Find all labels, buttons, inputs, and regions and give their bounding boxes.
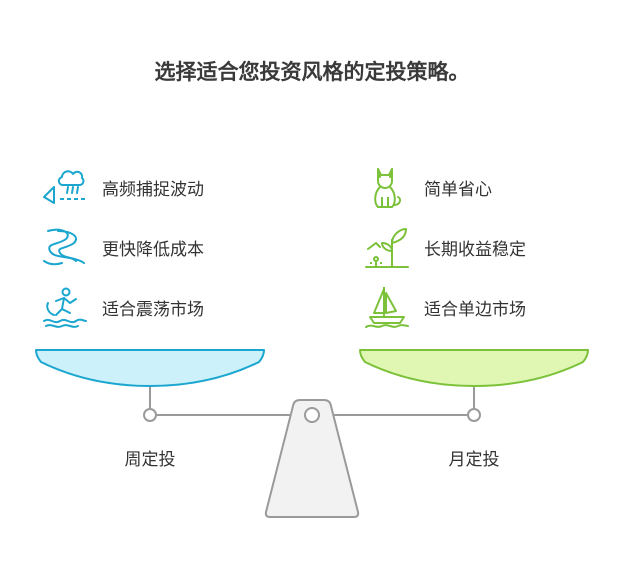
left-pan bbox=[35, 349, 265, 387]
left-pan-label: 周定投 bbox=[124, 450, 176, 470]
left-item-3-label: 适合震荡市场 bbox=[102, 299, 204, 320]
winding-road-icon bbox=[43, 228, 85, 266]
right-item-1-label: 简单省心 bbox=[424, 179, 492, 200]
left-item-1-label: 高频捕捉波动 bbox=[102, 179, 204, 200]
right-item-3: 适合单边市场 bbox=[362, 285, 526, 329]
scale-pivot bbox=[304, 407, 320, 423]
rain-wave-icon bbox=[43, 170, 86, 204]
right-pan-label: 月定投 bbox=[448, 450, 500, 470]
left-item-2-label: 更快降低成本 bbox=[102, 239, 204, 260]
surfer-icon bbox=[43, 287, 87, 328]
right-beam-end bbox=[467, 408, 481, 422]
left-item-1: 高频捕捉波动 bbox=[40, 165, 204, 209]
sailboat-icon bbox=[365, 287, 409, 328]
cat-icon bbox=[374, 168, 402, 208]
right-item-3-label: 适合单边市场 bbox=[424, 299, 526, 320]
diagram-title: 选择适合您投资风格的定投策略。 bbox=[154, 60, 470, 84]
sprout-icon bbox=[365, 228, 409, 268]
left-item-3: 适合震荡市场 bbox=[40, 285, 204, 329]
right-item-2: 长期收益稳定 bbox=[362, 225, 526, 269]
right-pan bbox=[359, 349, 589, 387]
left-item-2: 更快降低成本 bbox=[40, 225, 204, 269]
scale-base bbox=[264, 399, 360, 518]
left-beam-end bbox=[143, 408, 157, 422]
right-item-2-label: 长期收益稳定 bbox=[424, 239, 526, 260]
right-item-1: 简单省心 bbox=[362, 165, 492, 209]
